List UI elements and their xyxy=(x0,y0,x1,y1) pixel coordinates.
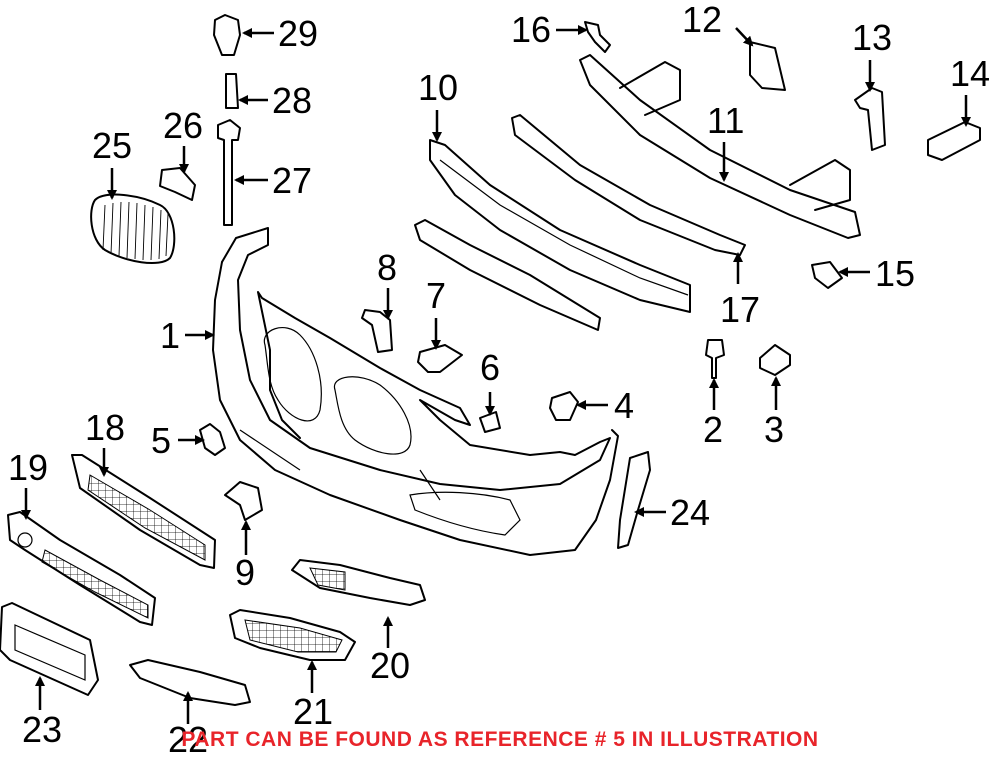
lower-strip-part xyxy=(414,219,601,331)
callout-26: 26 xyxy=(163,105,203,146)
side-grille-21-part xyxy=(229,609,356,661)
clip-16-part xyxy=(584,21,611,53)
callout-13: 13 xyxy=(852,17,892,58)
callout-7: 7 xyxy=(426,275,446,316)
callout-19: 19 xyxy=(8,447,48,488)
side-grille-20-part xyxy=(291,559,426,606)
callout-21: 21 xyxy=(293,691,333,732)
clip-6-part xyxy=(479,411,501,433)
bracket-13-part xyxy=(854,87,886,151)
trim-15-part xyxy=(811,261,843,289)
callout-22: 22 xyxy=(168,719,208,760)
callout-25: 25 xyxy=(92,125,132,166)
callout-2: 2 xyxy=(703,409,723,450)
callout-6: 6 xyxy=(480,347,500,388)
nut-3-part xyxy=(759,344,791,376)
bumper-cover-part xyxy=(212,227,619,556)
callout-1: 1 xyxy=(160,315,180,356)
lower-grille-18-part xyxy=(71,454,216,569)
trim-strip-22-part xyxy=(129,659,251,706)
callout-10: 10 xyxy=(418,67,458,108)
upper-strip-part xyxy=(511,114,746,256)
bolt-2-part xyxy=(705,339,725,379)
callout-27: 27 xyxy=(272,160,312,201)
bracket-7-part xyxy=(417,344,463,373)
callout-18: 18 xyxy=(85,407,125,448)
callout-9: 9 xyxy=(235,552,255,593)
callout-11: 11 xyxy=(707,100,744,141)
license-plate-bracket-23-part xyxy=(0,602,99,696)
cap-5-part xyxy=(199,423,226,456)
callout-4: 4 xyxy=(614,385,634,426)
cap-29-part xyxy=(213,14,241,56)
callout-16: 16 xyxy=(511,9,551,50)
callout-29: 29 xyxy=(278,13,318,54)
leader-arrows xyxy=(21,25,971,724)
mount-4-part xyxy=(549,391,579,421)
callout-labels: 1 2 3 4 5 6 7 8 9 10 11 12 13 14 15 16 1… xyxy=(8,0,990,760)
bracket-8-part xyxy=(361,309,393,353)
callout-17: 17 xyxy=(720,289,760,330)
bolt-27-part xyxy=(217,119,241,226)
block-14-part xyxy=(927,121,981,161)
bracket-12-part xyxy=(749,41,786,91)
reference-note: PART CAN BE FOUND AS REFERENCE # 5 IN IL… xyxy=(181,728,819,751)
callout-5: 5 xyxy=(151,420,171,461)
callout-23: 23 xyxy=(22,709,62,750)
callout-28: 28 xyxy=(272,80,312,121)
bumper-reinforcement-part xyxy=(579,54,861,239)
clip-26-part xyxy=(159,167,196,201)
callout-24: 24 xyxy=(670,492,710,533)
energy-absorber-part xyxy=(429,139,691,313)
callout-20: 20 xyxy=(370,645,410,686)
sleeve-28-part xyxy=(225,73,239,109)
callout-8: 8 xyxy=(377,247,397,288)
lower-grille-19-part xyxy=(7,511,156,626)
bracket-9-part xyxy=(224,481,263,521)
side-trim-24-part xyxy=(617,451,651,549)
callout-15: 15 xyxy=(875,253,915,294)
kidney-grille-25-part xyxy=(90,193,176,265)
callout-14: 14 xyxy=(950,53,990,94)
callout-12: 12 xyxy=(682,0,722,40)
callout-3: 3 xyxy=(764,409,784,450)
